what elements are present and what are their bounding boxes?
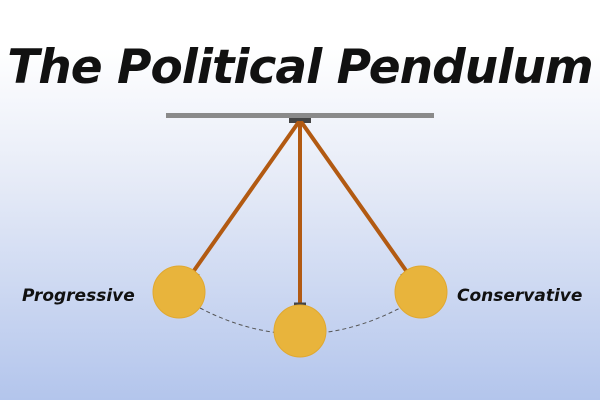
pivot xyxy=(289,118,311,123)
rod-right xyxy=(300,121,409,274)
rod-left xyxy=(191,121,300,274)
diagram-title: The Political Pendulum xyxy=(7,40,594,95)
bob-left xyxy=(152,265,206,319)
label-progressive: Progressive xyxy=(22,286,135,306)
label-conservative: Conservative xyxy=(457,286,583,306)
support-bar xyxy=(166,113,434,118)
bob-center xyxy=(273,304,327,358)
bob-right xyxy=(394,265,448,319)
